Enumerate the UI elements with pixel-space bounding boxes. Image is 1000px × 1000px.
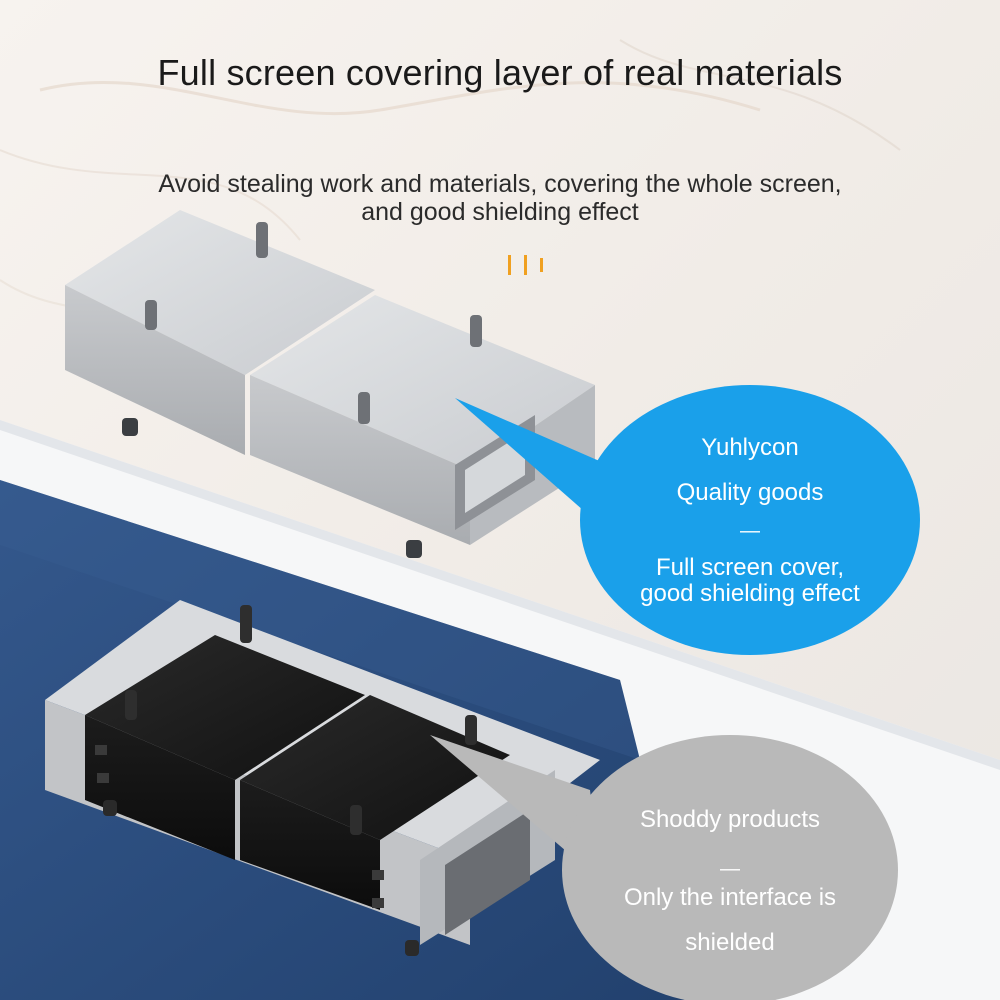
page-subtitle: Avoid stealing work and materials, cover… xyxy=(100,170,900,226)
bad-desc-line-2: shielded xyxy=(685,929,775,956)
good-connector-product xyxy=(65,210,595,558)
subtitle-line-1: Avoid stealing work and materials, cover… xyxy=(158,170,842,198)
down-arrow-marks-icon xyxy=(508,255,543,275)
subtitle-line-2: and good shielding effect xyxy=(361,198,639,226)
bad-quality-label: Shoddy products xyxy=(639,806,821,833)
bad-desc-line-1: Only the interface is xyxy=(623,884,837,911)
shoddy-connector-product xyxy=(45,600,600,956)
good-desc-line-2: good shielding effect xyxy=(640,580,860,607)
good-quality-label: Quality goods xyxy=(676,479,824,506)
good-brand-label: Yuhlycon xyxy=(701,434,799,461)
bad-divider: — xyxy=(720,858,740,880)
good-divider: — xyxy=(740,520,760,542)
bad-callout-bubble xyxy=(430,735,898,1000)
page-title: Full screen covering layer of real mater… xyxy=(157,52,843,93)
good-callout-bubble xyxy=(455,385,920,655)
good-desc-line-1: Full screen cover, xyxy=(655,554,845,581)
